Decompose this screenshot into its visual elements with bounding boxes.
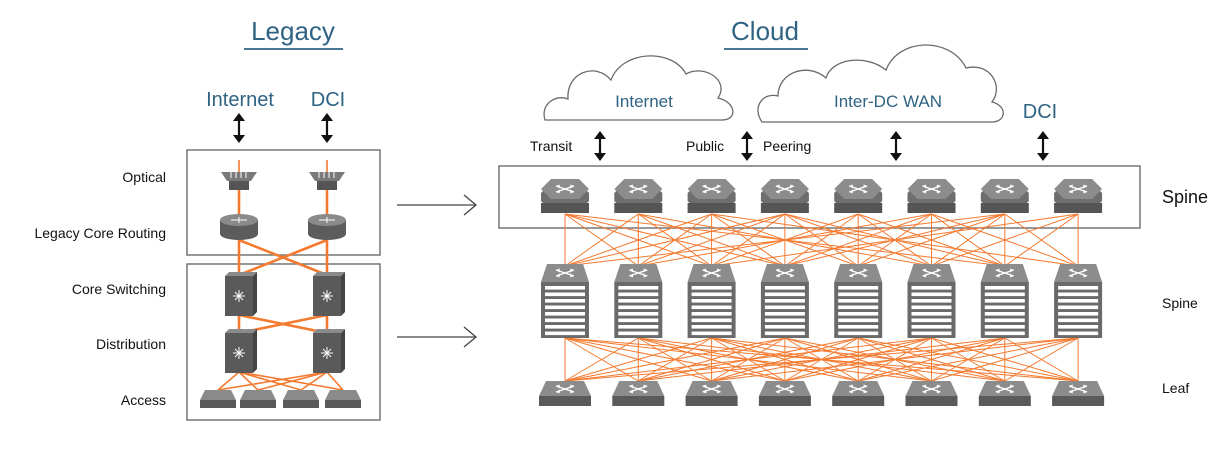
leaf-switch-icon — [758, 381, 811, 406]
leaf-switch-icon — [832, 381, 885, 406]
hexagon-switch-icon — [907, 179, 956, 213]
chassis-switch-icon — [687, 264, 736, 338]
chassis-switch-icon — [907, 264, 956, 338]
hexagon-switch-icon — [541, 179, 589, 213]
layer-label-access: Access — [121, 392, 166, 408]
legacy-lower-frame — [186, 263, 381, 421]
hexagon-switch-icon — [687, 179, 736, 213]
link-label-transit: Transit — [530, 138, 572, 154]
core-switch-icon — [313, 329, 345, 373]
leaf-switch-icon — [978, 381, 1031, 406]
bidirectional-arrow-icon — [231, 111, 247, 145]
hexagon-switch-icon — [614, 179, 663, 213]
cloud-icon — [543, 55, 734, 121]
bidirectional-arrow-icon — [1035, 129, 1051, 163]
legacy-title: Legacy — [251, 16, 335, 46]
legacy-upper-frame — [186, 149, 381, 256]
layer-label-distribution: Distribution — [96, 336, 166, 352]
layer-label-optical: Optical — [122, 169, 166, 185]
layer-label-legacy-core-routing: Legacy Core Routing — [34, 225, 166, 241]
bidirectional-arrow-icon — [739, 129, 755, 163]
cloud-title: Cloud — [731, 16, 799, 46]
chassis-switch-icon — [834, 264, 883, 338]
hexagon-switch-icon — [980, 179, 1029, 213]
spine-to-leaf-links — [564, 337, 1079, 382]
tier-label-spine: Spine — [1162, 295, 1198, 311]
hexagon-switch-icon — [1054, 179, 1103, 213]
legacy-dci-label: DCI — [311, 89, 345, 111]
hexagon-switch-icon — [834, 179, 883, 213]
optical-device-icon — [309, 172, 345, 190]
spine-to-spine-links — [564, 213, 1079, 267]
bidirectional-arrow-icon — [888, 129, 904, 163]
tier-label-leaf: Leaf — [1162, 380, 1189, 396]
hexagon-switch-icon — [760, 179, 809, 213]
bidirectional-arrow-icon — [319, 111, 335, 145]
spine-row — [541, 264, 1103, 338]
right-arrow-icon — [397, 194, 478, 216]
cloud-inter-dc-wan-label: Inter-DC WAN — [834, 92, 942, 111]
leaf-switch-icon — [905, 381, 958, 406]
core-switch-icon — [313, 272, 345, 316]
router-icon — [220, 214, 258, 240]
chassis-switch-icon — [541, 264, 589, 338]
cloud-icon — [757, 44, 1004, 123]
chassis-switch-icon — [980, 264, 1029, 338]
link-label-peering: Peering — [763, 138, 811, 154]
chassis-switch-icon — [1054, 264, 1103, 338]
leaf-switch-icon — [612, 381, 665, 406]
chassis-switch-icon — [614, 264, 663, 338]
cloud-dci-label: DCI — [1023, 101, 1057, 123]
bidirectional-arrow-icon — [592, 129, 608, 163]
layer-label-core-switching: Core Switching — [72, 281, 166, 297]
access-switches — [200, 390, 361, 408]
router-icon — [308, 214, 346, 240]
leaf-row — [539, 381, 1105, 406]
chassis-switch-icon — [760, 264, 809, 338]
legacy-internet-label: Internet — [206, 89, 274, 111]
optical-device-icon — [221, 172, 257, 190]
leaf-switch-icon — [539, 381, 591, 406]
leaf-switch-icon — [685, 381, 738, 406]
top-spine-row — [541, 179, 1103, 213]
core-switch-icon — [225, 329, 257, 373]
link-label-public: Public — [686, 138, 724, 154]
tier-label-top-spine: Spine — [1162, 187, 1208, 207]
legacy-links — [217, 160, 344, 391]
right-arrow-icon — [397, 326, 478, 348]
core-switch-icon — [225, 272, 257, 316]
cloud-internet-label: Internet — [615, 92, 673, 111]
leaf-switch-icon — [1052, 381, 1105, 406]
